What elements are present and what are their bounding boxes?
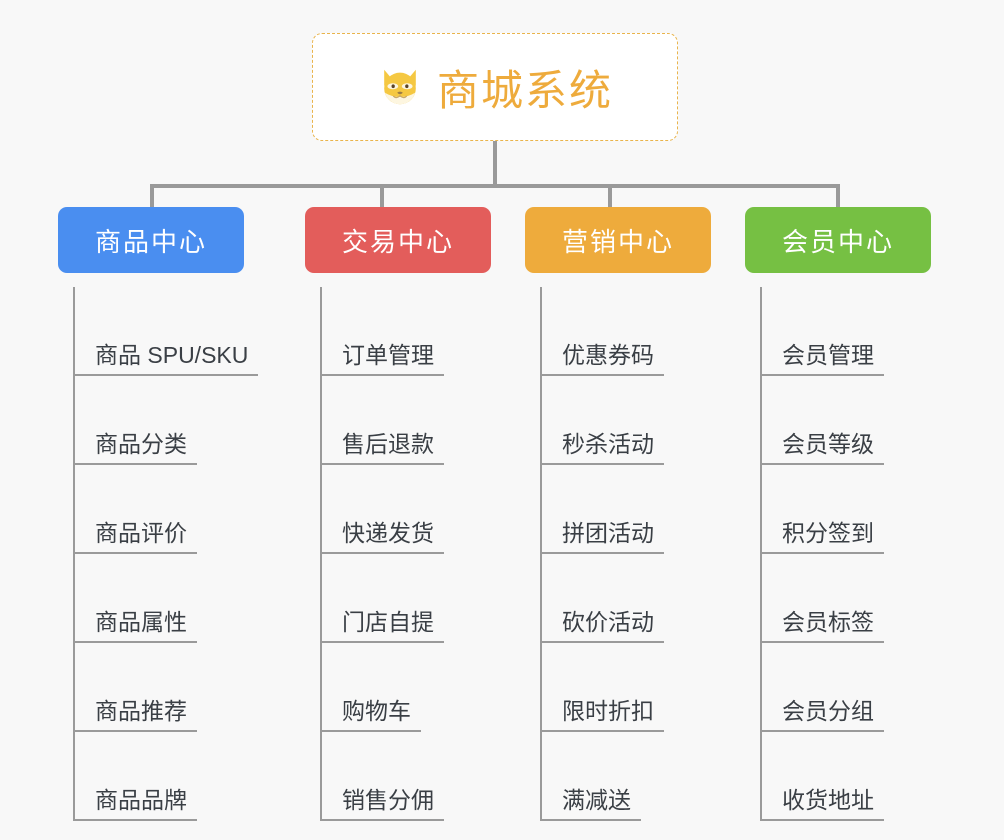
leaf-label: 会员等级: [760, 431, 884, 465]
list-item[interactable]: 会员分组: [760, 643, 975, 732]
list-item[interactable]: 销售分佣: [320, 732, 535, 821]
category-header-member-center[interactable]: 会员中心: [745, 207, 931, 273]
leaf-label: 收货地址: [760, 787, 884, 821]
list-item[interactable]: 会员标签: [760, 554, 975, 643]
leaf-list-trade-center: 订单管理 售后退款 快递发货 门店自提 购物车 销售分佣: [305, 287, 535, 821]
category-header-product-center[interactable]: 商品中心: [58, 207, 244, 273]
branch-marketing-center: 营销中心 优惠券码 秒杀活动 拼团活动 砍价活动 限时折扣 满减送: [525, 207, 755, 821]
list-item[interactable]: 会员等级: [760, 376, 975, 465]
leaf-label: 售后退款: [320, 431, 444, 465]
connector-drop-marketing-center: [608, 184, 612, 209]
connector-root-stem: [493, 141, 497, 186]
leaf-label: 订单管理: [320, 342, 444, 376]
list-item[interactable]: 商品属性: [73, 554, 288, 643]
leaf-label: 商品品牌: [73, 787, 197, 821]
category-label: 会员中心: [781, 226, 894, 257]
connector-horizontal-bus: [150, 184, 840, 188]
leaf-label: 商品属性: [73, 609, 197, 643]
leaf-label: 拼团活动: [540, 520, 664, 554]
root-title: 商城系统: [436, 66, 613, 114]
leaf-label: 满减送: [540, 787, 641, 821]
branch-trade-center: 交易中心 订单管理 售后退款 快递发货 门店自提 购物车 销售分佣: [305, 207, 535, 821]
leaf-label: 砍价活动: [540, 609, 664, 643]
list-item[interactable]: 会员管理: [760, 287, 975, 376]
leaf-list-product-center: 商品 SPU/SKU 商品分类 商品评价 商品属性 商品推荐 商品品牌: [58, 287, 288, 821]
leaf-trunk: [540, 287, 542, 821]
category-header-trade-center[interactable]: 交易中心: [305, 207, 491, 273]
leaf-label: 秒杀活动: [540, 431, 664, 465]
leaf-label: 商品 SPU/SKU: [73, 342, 259, 376]
category-header-marketing-center[interactable]: 营销中心: [525, 207, 711, 273]
list-item[interactable]: 商品分类: [73, 376, 288, 465]
list-item[interactable]: 商品评价: [73, 465, 288, 554]
list-item[interactable]: 订单管理: [320, 287, 535, 376]
list-item[interactable]: 收货地址: [760, 732, 975, 821]
leaf-trunk: [73, 287, 75, 821]
list-item[interactable]: 门店自提: [320, 554, 535, 643]
connector-drop-product-center: [150, 184, 154, 209]
leaf-label: 商品评价: [73, 520, 197, 554]
list-item[interactable]: 满减送: [540, 732, 755, 821]
leaf-label: 会员管理: [760, 342, 884, 376]
leaf-trunk: [760, 287, 762, 821]
connector-drop-member-center: [836, 184, 840, 209]
leaf-label: 积分签到: [760, 520, 884, 554]
list-item[interactable]: 积分签到: [760, 465, 975, 554]
leaf-trunk: [320, 287, 322, 821]
category-label: 商品中心: [94, 226, 207, 257]
list-item[interactable]: 商品推荐: [73, 643, 288, 732]
connector-drop-trade-center: [380, 184, 384, 209]
category-label: 营销中心: [561, 226, 674, 257]
list-item[interactable]: 拼团活动: [540, 465, 755, 554]
branch-member-center: 会员中心 会员管理 会员等级 积分签到 会员标签 会员分组 收货地址: [745, 207, 975, 821]
root-node[interactable]: 商城系统: [312, 33, 678, 141]
leaf-label: 销售分佣: [320, 787, 444, 821]
list-item[interactable]: 商品品牌: [73, 732, 288, 821]
list-item[interactable]: 售后退款: [320, 376, 535, 465]
leaf-label: 会员分组: [760, 698, 884, 732]
leaf-label: 购物车: [320, 698, 421, 732]
leaf-label: 门店自提: [320, 609, 444, 643]
leaf-label: 商品推荐: [73, 698, 197, 732]
shiba-dog-icon: [377, 64, 423, 110]
leaf-list-marketing-center: 优惠券码 秒杀活动 拼团活动 砍价活动 限时折扣 满减送: [525, 287, 755, 821]
list-item[interactable]: 限时折扣: [540, 643, 755, 732]
category-label: 交易中心: [341, 226, 454, 257]
list-item[interactable]: 优惠券码: [540, 287, 755, 376]
list-item[interactable]: 商品 SPU/SKU: [73, 287, 288, 376]
leaf-label: 会员标签: [760, 609, 884, 643]
list-item[interactable]: 快递发货: [320, 465, 535, 554]
leaf-list-member-center: 会员管理 会员等级 积分签到 会员标签 会员分组 收货地址: [745, 287, 975, 821]
leaf-label: 商品分类: [73, 431, 197, 465]
leaf-label: 限时折扣: [540, 698, 664, 732]
leaf-label: 快递发货: [320, 520, 444, 554]
leaf-label: 优惠券码: [540, 342, 664, 376]
branch-product-center: 商品中心 商品 SPU/SKU 商品分类 商品评价 商品属性 商品推荐 商品品牌: [58, 207, 288, 821]
list-item[interactable]: 砍价活动: [540, 554, 755, 643]
list-item[interactable]: 秒杀活动: [540, 376, 755, 465]
list-item[interactable]: 购物车: [320, 643, 535, 732]
